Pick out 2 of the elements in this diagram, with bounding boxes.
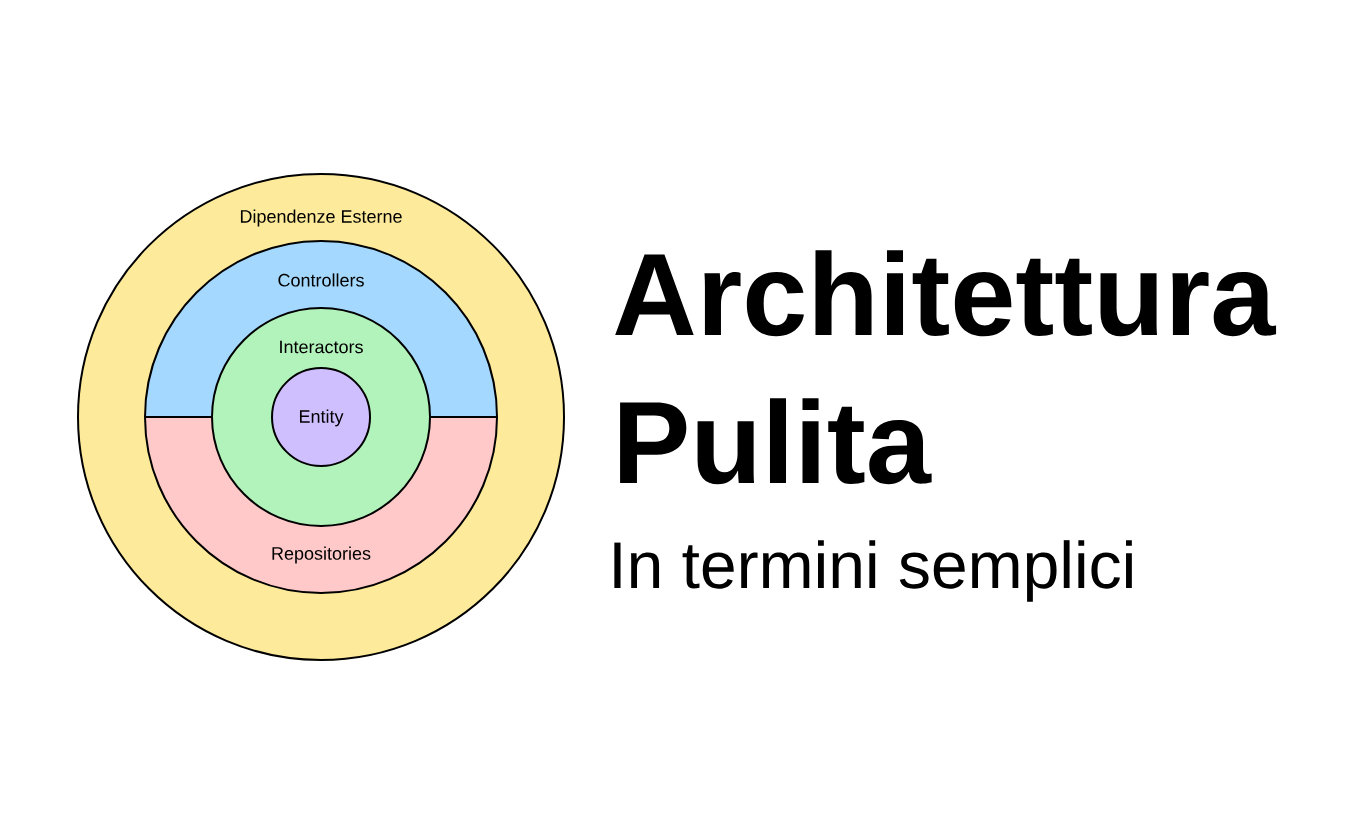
subtitle: In termini semplici	[614, 540, 1132, 602]
title: Architettura Pulita	[615, 250, 1277, 485]
